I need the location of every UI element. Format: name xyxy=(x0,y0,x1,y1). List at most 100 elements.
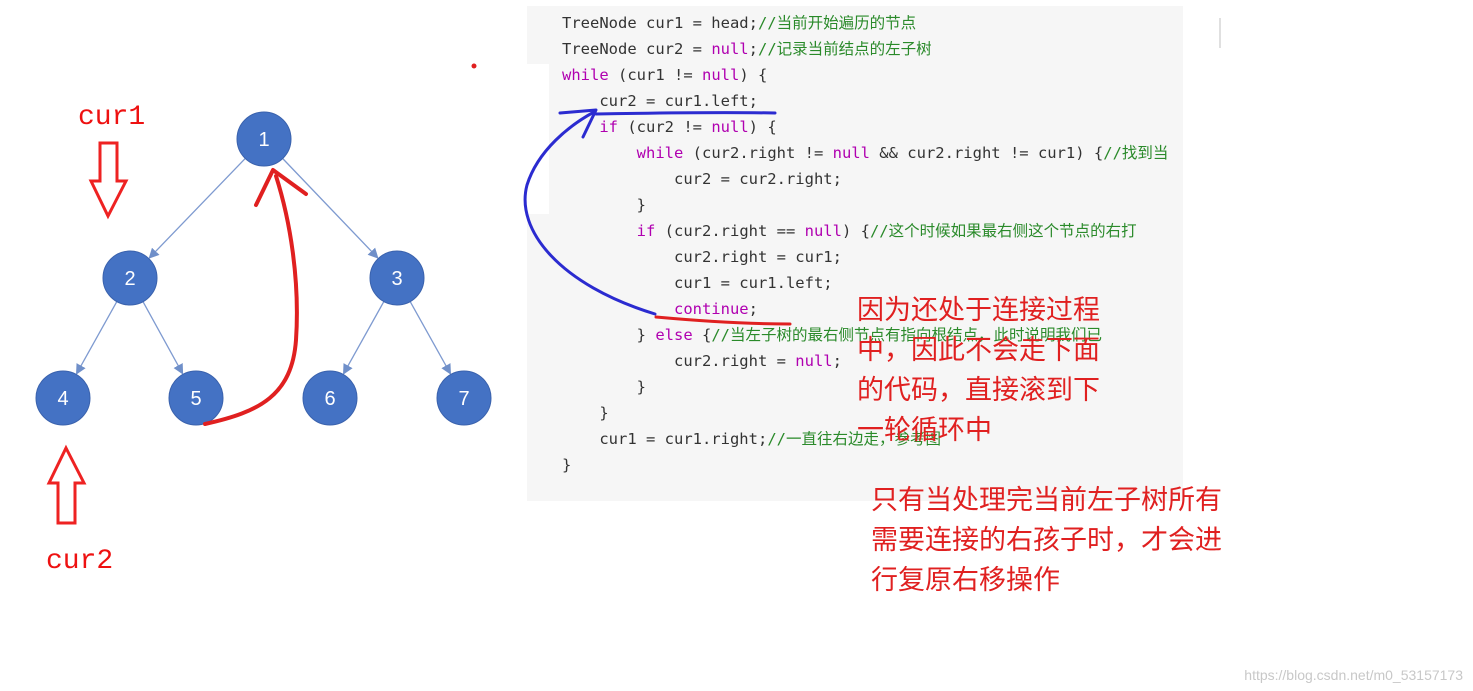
code-text: ; xyxy=(748,40,758,58)
code-text: ; xyxy=(748,300,758,318)
code-text: cur2.right = cur1; xyxy=(562,248,842,266)
cur2-up-arrow-icon xyxy=(46,444,87,525)
code-text: } xyxy=(562,404,609,422)
watermark: https://blog.csdn.net/m0_53157173 xyxy=(1244,667,1463,683)
code-line: } else {//当左子树的最右侧节点有指向根结点，此时说明我们已 xyxy=(562,322,1102,348)
tree-node-circle xyxy=(102,250,158,306)
code-text: cur1 = cur1.left; xyxy=(562,274,833,292)
code-line: TreeNode cur2 = null;//记录当前结点的左子树 xyxy=(562,36,932,62)
code-keyword: null xyxy=(711,118,749,136)
code-line: } xyxy=(562,452,571,478)
code-text: cur2.right = xyxy=(562,352,796,370)
code-line: if (cur2.right == null) {//这个时候如果最右侧这个节点… xyxy=(562,218,1137,244)
code-keyword: while xyxy=(562,66,609,84)
note-line: 只有当处理完当前左子树所有 xyxy=(871,485,1222,516)
code-text: } xyxy=(562,378,646,396)
code-keyword: continue xyxy=(673,300,749,318)
tree-node-1: 1 xyxy=(236,111,292,167)
note-line: 一轮循环中 xyxy=(857,415,992,446)
tree-nodes: 1 2 3 4 5 6 7 xyxy=(35,111,492,426)
code-line: } xyxy=(562,400,609,426)
tree-edge-3-6 xyxy=(343,301,385,375)
tree-node-label: 1 xyxy=(258,129,269,151)
tree-edge-2-4 xyxy=(76,301,118,375)
code-gutter xyxy=(527,64,549,214)
tree-node-label: 4 xyxy=(57,388,68,410)
code-text xyxy=(562,222,637,240)
code-line: cur2.right = cur1; xyxy=(562,244,842,270)
code-keyword: if xyxy=(636,222,656,240)
code-comment: //当前开始遍历的节点 xyxy=(757,14,917,32)
code-text: && cur2.right != cur1) { xyxy=(869,144,1104,162)
note-line: 因为还处于连接过程 xyxy=(857,295,1100,326)
code-text: TreeNode cur2 = xyxy=(562,40,712,58)
code-line: cur1 = cur1.right;//一直往右边走，参考图 xyxy=(562,426,941,452)
binary-tree-diagram: 1 2 3 4 5 6 7 xyxy=(35,111,492,525)
code-keyword: while xyxy=(636,144,684,162)
tree-node-2: 2 xyxy=(102,250,158,306)
code-comment: //记录当前结点的左子树 xyxy=(757,40,932,58)
tree-edge-3-7 xyxy=(409,301,451,375)
divider xyxy=(1219,18,1221,48)
code-text: { xyxy=(692,326,712,344)
note-line: 中，因此不会走下面 xyxy=(857,335,1100,366)
code-comment: //找到当 xyxy=(1103,144,1169,162)
code-keyword: null xyxy=(795,352,833,370)
cur1-label: cur1 xyxy=(78,102,146,133)
tree-node-circle xyxy=(302,370,358,426)
code-comment: //当左子树的最右侧节点有指向根结点，此时说明我们已 xyxy=(711,326,1102,344)
code-text: (cur2.right == xyxy=(655,222,805,240)
tree-node-circle xyxy=(436,370,492,426)
note-line: 需要连接的右孩子时，才会进 xyxy=(871,525,1222,556)
tree-edge-1-2 xyxy=(148,157,246,259)
note-still-linking: 因为还处于连接过程 中，因此不会走下面 的代码，直接滚到下 一轮循环中 xyxy=(857,291,1100,451)
code-line: TreeNode cur1 = head;//当前开始遍历的节点 xyxy=(562,10,916,36)
tree-edge-1-3 xyxy=(282,158,379,259)
code-line: continue; xyxy=(562,296,758,322)
code-text: (cur2 != xyxy=(618,118,712,136)
cur2-label: cur2 xyxy=(46,546,114,577)
code-text: } xyxy=(562,196,646,214)
note-line: 行复原右移操作 xyxy=(871,565,1060,596)
tree-node-circle xyxy=(35,370,91,426)
code-line: cur1 = cur1.left; xyxy=(562,270,833,296)
tree-node-5: 5 xyxy=(168,370,224,426)
code-text: (cur2.right != xyxy=(683,144,833,162)
code-comment: //一直往右边走，参考图 xyxy=(767,430,941,448)
code-line: while (cur2.right != null && cur2.right … xyxy=(562,140,1169,166)
note-line: 的代码，直接滚到下 xyxy=(857,375,1100,406)
tree-node-label: 3 xyxy=(391,268,402,290)
tree-edge-2-5 xyxy=(142,301,184,375)
code-line: cur2.right = null; xyxy=(562,348,842,374)
code-text xyxy=(562,144,637,162)
tree-node-label: 7 xyxy=(458,388,469,410)
code-text: ) { xyxy=(739,66,768,84)
tree-node-label: 5 xyxy=(190,388,201,410)
code-text: } xyxy=(562,326,656,344)
code-line: cur2 = cur1.left; xyxy=(562,88,758,114)
code-text xyxy=(562,300,674,318)
code-keyword: null xyxy=(804,222,842,240)
code-line: } xyxy=(562,192,646,218)
tree-node-6: 6 xyxy=(302,370,358,426)
tree-node-label: 2 xyxy=(124,268,135,290)
code-keyword: if xyxy=(599,118,618,136)
code-line: while (cur1 != null) { xyxy=(562,62,767,88)
code-text xyxy=(562,118,599,136)
tree-node-4: 4 xyxy=(35,370,91,426)
code-keyword: null xyxy=(711,40,749,58)
code-comment: //这个时候如果最右侧这个节点的右打 xyxy=(869,222,1137,240)
code-text: cur2 = cur1.left; xyxy=(562,92,758,110)
code-line: } xyxy=(562,374,646,400)
tree-node-label: 6 xyxy=(324,388,335,410)
tree-node-circle xyxy=(236,111,292,167)
tree-node-3: 3 xyxy=(369,250,425,306)
code-text: } xyxy=(562,456,572,474)
code-text: ; xyxy=(832,352,842,370)
code-line: cur2 = cur2.right; xyxy=(562,166,842,192)
code-text: ) { xyxy=(748,118,777,136)
code-line: if (cur2 != null) { xyxy=(562,114,777,140)
code-text: cur2 = cur2.right; xyxy=(562,170,842,188)
tree-node-circle xyxy=(369,250,425,306)
tree-node-7: 7 xyxy=(436,370,492,426)
